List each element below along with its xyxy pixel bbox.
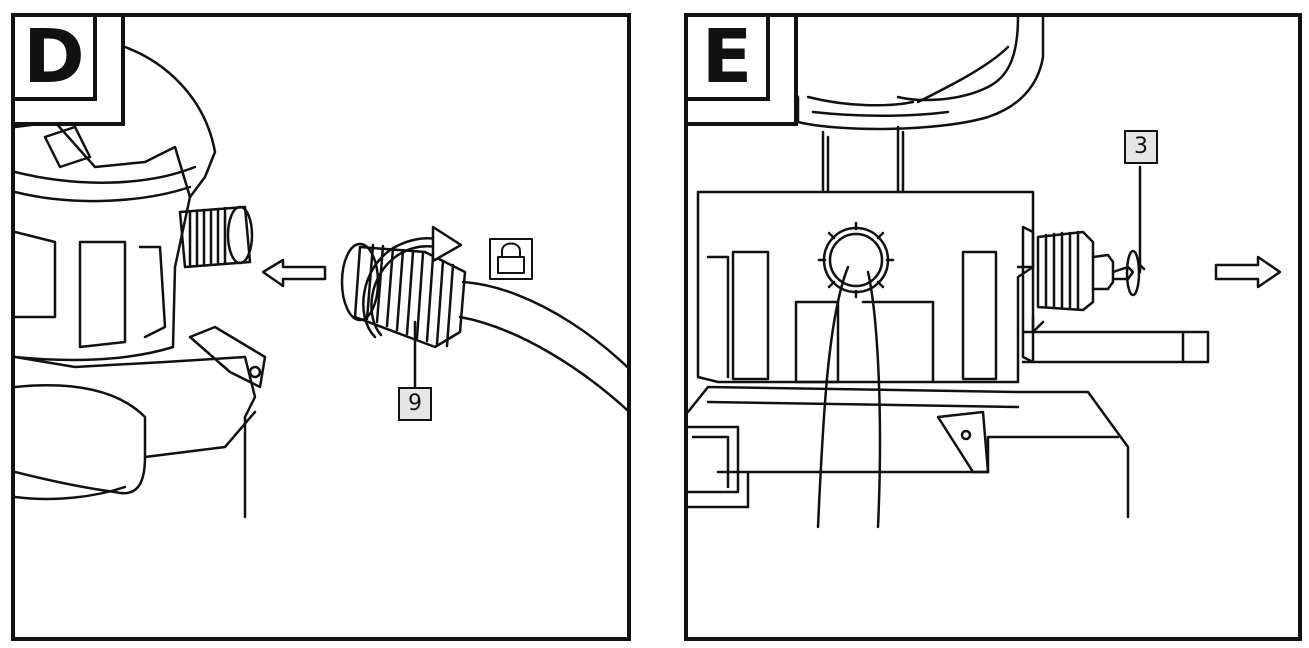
hose-nut — [340, 242, 467, 349]
rotate-arrow-icon — [362, 225, 463, 339]
pump-shaft — [821, 125, 905, 194]
callout-label: 3 — [1124, 130, 1158, 164]
arrow-left-icon — [261, 258, 327, 288]
panel-d-letter-box: D — [15, 14, 97, 101]
hose — [458, 280, 627, 412]
center-connector — [817, 221, 895, 299]
panel-e: E 3 — [684, 13, 1302, 641]
panel-d-drawing — [15, 45, 627, 519]
panel-letter: E — [701, 14, 753, 100]
pump-handle — [786, 17, 1045, 131]
pressure-valve — [1021, 225, 1146, 364]
callout-label: 9 — [398, 387, 432, 421]
base-bracket — [936, 410, 990, 474]
panel-e-letter-box: E — [688, 14, 770, 101]
mount-bracket — [188, 325, 267, 389]
tank-base — [688, 385, 1130, 519]
panel-letter: D — [23, 14, 85, 100]
hose — [816, 265, 882, 529]
lock-icon — [489, 238, 533, 280]
sprayer-body — [15, 45, 257, 519]
panel-e-drawing — [688, 17, 1282, 529]
arrow-right-icon — [1214, 255, 1282, 289]
panel-d: D 9 — [11, 13, 631, 641]
support-rod — [1021, 315, 1210, 364]
tank-top — [696, 190, 1035, 384]
threaded-connector — [178, 205, 254, 269]
